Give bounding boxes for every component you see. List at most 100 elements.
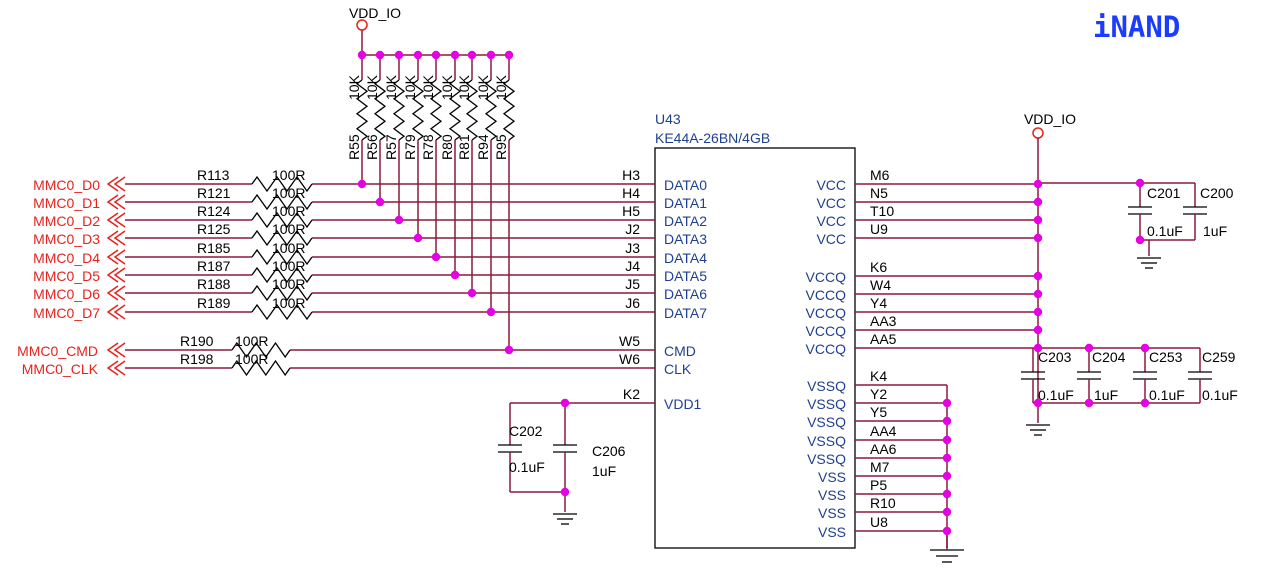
- pullup-value: 10K: [346, 74, 362, 100]
- pin-number: J4: [625, 258, 640, 274]
- power-label: VDD_IO: [349, 5, 401, 21]
- pin-name: DATA0: [664, 177, 707, 193]
- pin-name: VSS: [818, 505, 846, 521]
- net-label: MMC0_CMD: [17, 343, 98, 359]
- pin-number: H3: [622, 167, 640, 183]
- pin-name: VCCQ: [806, 305, 847, 321]
- chip-part-number: KE44A-26BN/4GB: [655, 130, 770, 146]
- junction-dot: [942, 416, 952, 426]
- resistor-symbol: [251, 193, 313, 211]
- junction-dot: [1033, 307, 1043, 317]
- junction-dot: [1135, 235, 1145, 245]
- resistor-symbol: [251, 284, 313, 302]
- junction-dot: [450, 50, 460, 60]
- junction-dot: [357, 179, 367, 189]
- resistor-value: 100R: [272, 258, 305, 274]
- pin-number: Y4: [870, 295, 887, 311]
- resistor-ref: R188: [197, 276, 231, 292]
- junction-dot: [1140, 398, 1150, 408]
- pin-name: VCC: [816, 231, 846, 247]
- capacitor-value: 0.1uF: [1147, 223, 1183, 239]
- junction-dot: [1140, 343, 1150, 353]
- capacitor-ref: C253: [1149, 349, 1183, 365]
- junction-dot: [504, 345, 514, 355]
- net-label: MMC0_D1: [33, 195, 100, 211]
- resistor-symbol: [251, 211, 313, 229]
- pullup-ref: R56: [364, 134, 380, 160]
- pin-number: U9: [870, 221, 888, 237]
- capacitor-value: 0.1uF: [1149, 387, 1185, 403]
- resistor-symbol: [251, 175, 313, 193]
- resistor-symbol: [448, 79, 462, 141]
- pin-name: VCCQ: [806, 323, 847, 339]
- pullup-ref: R95: [493, 134, 509, 160]
- pin-name: VSSQ: [807, 378, 846, 394]
- pin-name: VSS: [818, 469, 846, 485]
- resistor-symbol: [355, 79, 369, 141]
- pin-name: VSSQ: [807, 451, 846, 467]
- pin-name: VCC: [816, 177, 846, 193]
- pin-number: H5: [622, 203, 640, 219]
- junction-dot: [394, 215, 404, 225]
- resistor-symbol: [484, 79, 498, 141]
- net-label: MMC0_D2: [33, 213, 100, 229]
- pin-number: U8: [870, 514, 888, 530]
- net-label: MMC0_D6: [33, 286, 100, 302]
- pullup-ref: R78: [420, 134, 436, 160]
- resistor-symbol: [251, 248, 313, 266]
- resistor-symbol: [251, 266, 313, 284]
- pin-name: DATA3: [664, 231, 707, 247]
- junction-dot: [357, 50, 367, 60]
- pin-number: K4: [870, 368, 887, 384]
- schematic-title: iNAND: [1093, 10, 1180, 44]
- pin-name: DATA5: [664, 268, 707, 284]
- resistor-ref: R125: [197, 221, 231, 237]
- capacitor-ref: C202: [509, 423, 543, 439]
- pin-name: CMD: [664, 343, 696, 359]
- junction-dot: [375, 50, 385, 60]
- resistor-value: 100R: [272, 276, 305, 292]
- pin-number: Y2: [870, 386, 887, 402]
- pin-number: M6: [870, 167, 890, 183]
- junction-dot: [1084, 398, 1094, 408]
- capacitor-ref: C201: [1147, 185, 1181, 201]
- pin-name: VCCQ: [806, 287, 847, 303]
- net-label: MMC0_CLK: [22, 361, 99, 377]
- pin-number: R10: [870, 495, 896, 511]
- resistor-symbol: [392, 79, 406, 141]
- pin-name: VCC: [816, 213, 846, 229]
- resistor-ref: R190: [180, 333, 214, 349]
- pullup-value: 10K: [456, 74, 472, 100]
- pin-number: W6: [619, 351, 640, 367]
- pullup-ref: R81: [456, 134, 472, 160]
- resistor-value: 100R: [272, 295, 305, 311]
- resistor-value: 100R: [235, 351, 268, 367]
- pin-name: DATA4: [664, 250, 707, 266]
- capacitor-ref: C200: [1200, 185, 1234, 201]
- junction-dot: [486, 307, 496, 317]
- resistor-symbol: [429, 79, 443, 141]
- pin-number: J5: [625, 276, 640, 292]
- pin-number: M7: [870, 459, 890, 475]
- pin-name: VSS: [818, 487, 846, 503]
- junction-dot: [394, 50, 404, 60]
- resistor-value: 100R: [272, 221, 305, 237]
- junction-dot: [1033, 289, 1043, 299]
- pin-number: AA6: [870, 441, 897, 457]
- net-label: MMC0_D5: [33, 268, 100, 284]
- pin-number: AA3: [870, 313, 897, 329]
- junction-dot: [1033, 398, 1043, 408]
- pullup-value: 10K: [420, 74, 436, 100]
- junction-dot: [431, 252, 441, 262]
- static-wiring: [356, 19, 1212, 563]
- resistor-symbol: [231, 341, 291, 359]
- resistor-symbol: [373, 79, 387, 141]
- pin-name: DATA2: [664, 213, 707, 229]
- junction-dot: [375, 197, 385, 207]
- pin-number: AA4: [870, 423, 897, 439]
- pin-number: AA5: [870, 331, 897, 347]
- net-label: MMC0_D7: [33, 305, 100, 321]
- power-label: VDD_IO: [1024, 111, 1076, 127]
- junction-dot: [942, 507, 952, 517]
